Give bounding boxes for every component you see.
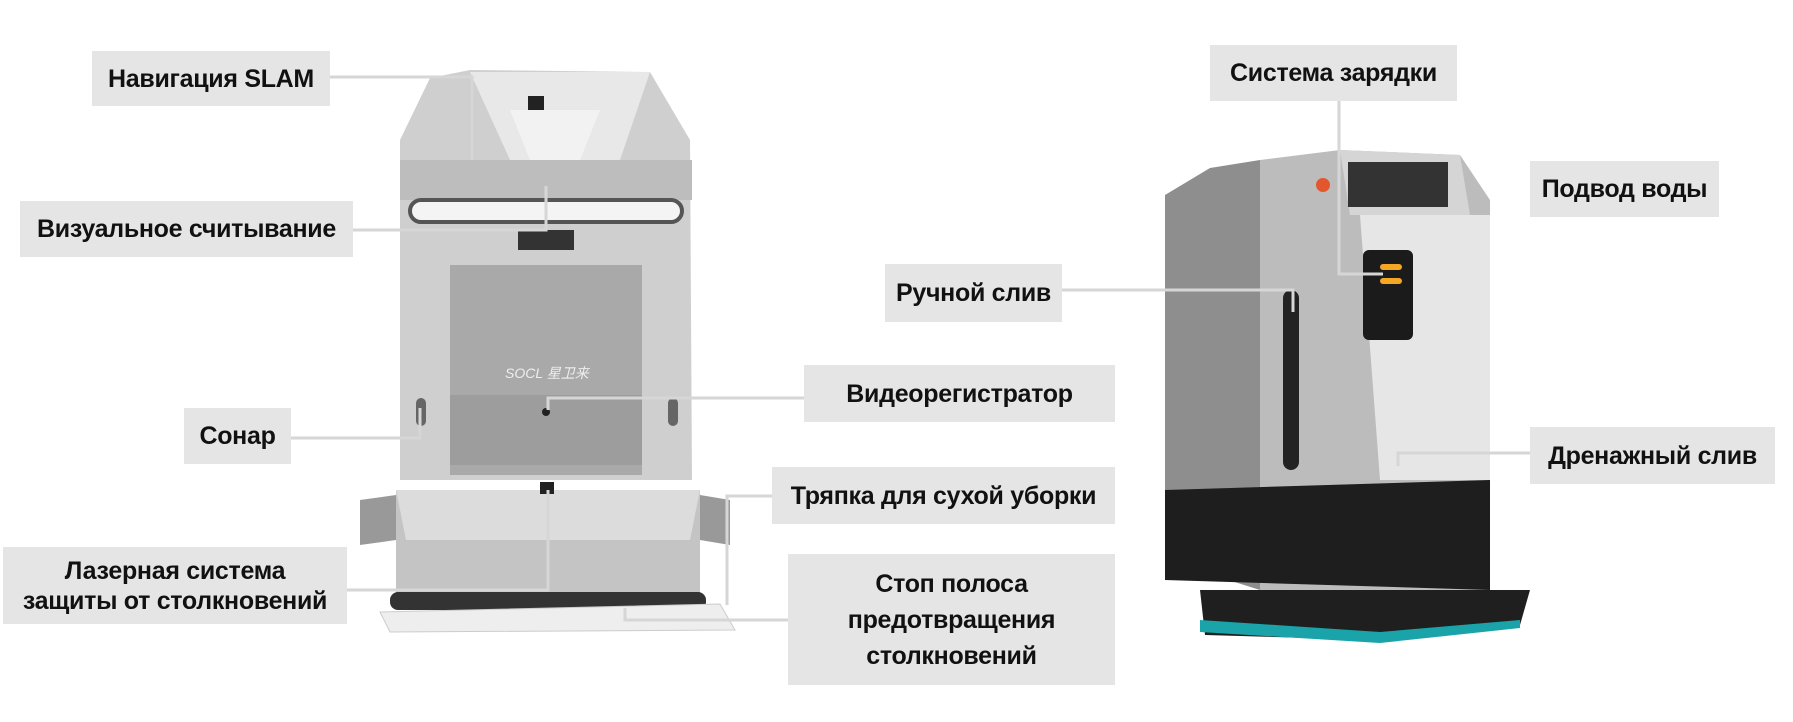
label-sonar: Сонар — [184, 408, 291, 464]
label-drain-outlet: Дренажный слив — [1530, 427, 1775, 484]
leader-line-visual — [353, 186, 548, 232]
label-laser-protection: Лазерная система защиты от столкновений — [3, 547, 347, 624]
leader-line-drain — [1396, 451, 1530, 466]
label-bumper-strip: Стоп полоса предотвращения столкновений — [788, 554, 1115, 685]
label-water-inlet: Подвод воды — [1530, 161, 1719, 217]
leader-line-dry-mop — [725, 494, 772, 605]
bumper-strip — [390, 592, 706, 610]
manual-drain-hose — [1283, 290, 1299, 470]
leader-line-manual-drain — [1062, 288, 1295, 312]
label-slam-navigation: Навигация SLAM — [92, 51, 330, 106]
label-bumper-line2: предотвращения — [847, 605, 1056, 634]
leader-line-laser — [347, 490, 550, 592]
label-laser-line2: защиты от столкновений — [22, 586, 328, 615]
touch-screen — [1348, 162, 1448, 207]
dry-mop — [379, 603, 736, 633]
label-dashcam: Видеорегистратор — [804, 365, 1115, 422]
label-visual-reading: Визуальное считывание — [20, 201, 353, 257]
right-robot-side-view — [1165, 150, 1530, 643]
label-laser-line1: Лазерная система — [64, 556, 286, 585]
label-bumper-line3: столкновений — [866, 641, 1037, 670]
leader-line-charging — [1337, 101, 1383, 276]
teal-bumper — [1200, 620, 1520, 643]
label-manual-drain: Ручной слив — [885, 264, 1062, 322]
leader-line-slam — [330, 75, 474, 160]
leader-line-sonar — [291, 408, 422, 440]
label-bumper-line1: Стоп полоса — [875, 569, 1028, 598]
label-dry-mop: Тряпка для сухой уборки — [772, 467, 1115, 524]
lidar-sensor — [528, 96, 544, 110]
leader-line-bumper — [623, 608, 788, 622]
label-charging-system: Система зарядки — [1210, 45, 1457, 101]
robot-logo: SOCL 星卫来 — [505, 365, 591, 381]
leader-line-dashcam — [546, 396, 804, 410]
